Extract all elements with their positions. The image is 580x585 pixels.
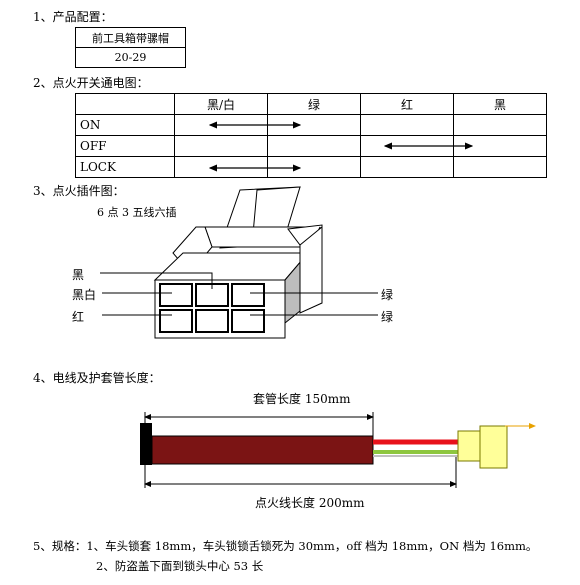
section-5-spec-2: 2、防盗盖下面到锁头中心 53 长 [96, 559, 264, 573]
connector-subtitle: 6 点 3 五线六插 [97, 206, 177, 219]
wire-drawing [140, 412, 536, 488]
label-black-white: 黑白 [72, 288, 97, 302]
section-4-heading: 4、电线及护套管长度： [33, 371, 161, 385]
label-green-2: 绿 [381, 310, 394, 324]
wire-length-label: 点火线长度 200mm [255, 496, 365, 510]
section-3-heading: 3、点火插件图： [33, 184, 125, 198]
sleeve-length-label: 套管长度 150mm [253, 392, 351, 406]
switch-diagram-table: 黑/白 绿 红 黑 ON OFF LOCK [75, 93, 547, 178]
label-red: 红 [72, 310, 85, 324]
row-label-on: ON [75, 114, 175, 136]
section-5-spec-1: 5、规格：1、车头锁套 18mm，车头锁锁舌锁死为 30mm，off 档为 18… [33, 539, 538, 553]
label-green-1: 绿 [381, 288, 394, 302]
section-1-heading: 1、产品配置： [33, 10, 113, 24]
section-2-heading: 2、点火开关通电图： [33, 76, 149, 90]
product-code-cell: 20-29 [75, 47, 186, 68]
switch-arrows [208, 121, 474, 172]
product-config-table: 前工具箱带骡帽 20-29 [75, 27, 186, 68]
header-red: 红 [360, 93, 454, 115]
connector-drawing [100, 186, 378, 339]
label-black: 黑 [72, 268, 85, 282]
